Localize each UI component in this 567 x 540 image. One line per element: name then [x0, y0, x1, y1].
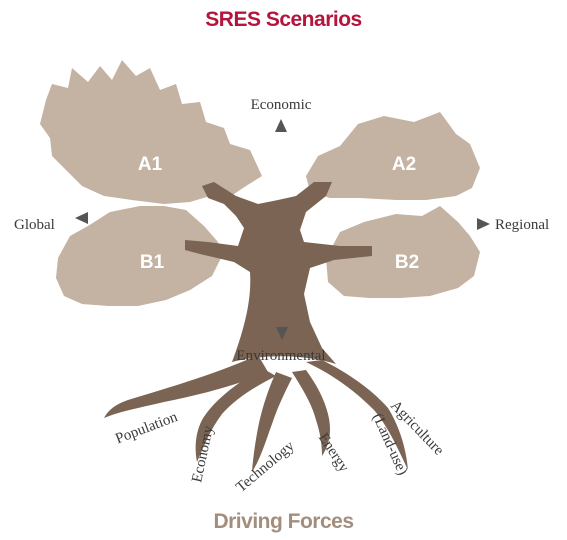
root-economy	[195, 368, 276, 462]
root-label-energy: Energy	[315, 430, 352, 475]
tree-trunk	[185, 182, 372, 364]
scenario-a2: A2	[392, 154, 416, 175]
label-economic: Economic	[251, 97, 312, 113]
root-energy	[292, 370, 330, 456]
root-labels: Population Economy Technology Energy Agr…	[113, 398, 447, 496]
foliage-a1	[40, 60, 262, 204]
root-label-technology: Technology	[233, 438, 298, 496]
diagram-footer: Driving Forces	[213, 510, 354, 533]
trunk	[185, 182, 372, 364]
label-global: Global	[14, 217, 55, 233]
foliage-b1	[56, 206, 222, 306]
up-arrow-icon	[275, 119, 287, 132]
root-label-population: Population	[113, 409, 180, 447]
root-label-economy: Economy	[189, 424, 217, 484]
label-regional: Regional	[495, 217, 549, 233]
scenario-b2: B2	[395, 252, 419, 273]
root-technology	[252, 372, 292, 472]
axis-arrows	[75, 119, 490, 340]
left-arrow-icon	[75, 212, 88, 224]
foliage-a2	[306, 112, 480, 200]
diagram-title: SRES Scenarios	[205, 8, 362, 31]
roots	[104, 355, 408, 472]
scenario-b1: B1	[140, 252, 165, 273]
root-agriculture	[306, 360, 408, 470]
scenario-labels: A1 A2 B1 B2	[138, 154, 419, 273]
foliage-b2	[326, 206, 480, 298]
axis-labels: Economic Environmental Global Regional	[14, 97, 549, 364]
label-environmental: Environmental	[236, 348, 325, 364]
scenario-a1: A1	[138, 154, 163, 175]
root-population	[104, 355, 268, 418]
foliage	[40, 60, 480, 306]
right-arrow-icon	[477, 218, 490, 230]
down-arrow-icon	[276, 327, 288, 340]
